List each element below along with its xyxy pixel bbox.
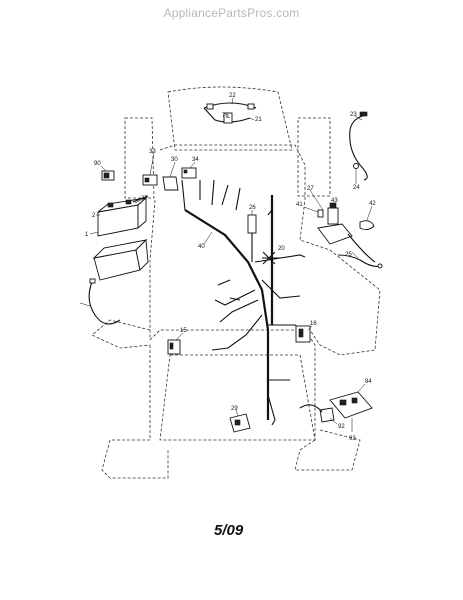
callout-41: 41 <box>296 202 303 208</box>
module-84 <box>299 391 373 432</box>
page-code: 5/09 <box>214 522 244 539</box>
watermark: AppliancePartsPros.com <box>163 6 300 20</box>
callout-42: 42 <box>369 201 376 207</box>
callout-37: 37 <box>141 196 148 202</box>
callout-76: 76 <box>222 113 229 119</box>
fuse-26 <box>247 214 257 262</box>
seat-switch-assembly <box>203 102 257 124</box>
switch-29 <box>229 413 251 433</box>
callout-93: 93 <box>349 436 356 442</box>
switch-16 <box>295 325 311 343</box>
callout-25: 25 <box>345 252 352 258</box>
callout-27: 27 <box>307 186 314 192</box>
callout-29: 29 <box>231 406 238 412</box>
callout-20: 20 <box>278 246 285 252</box>
callout-92: 92 <box>338 424 345 430</box>
callout-15: 15 <box>180 328 187 334</box>
callout-2: 2 <box>92 213 96 219</box>
ignition-parts <box>101 167 197 191</box>
cable-23 <box>349 111 368 181</box>
battery <box>97 195 149 237</box>
callout-labels: 22 76 21 23 90 33 30 34 37 2 1 40 26 27 … <box>85 93 376 442</box>
callout-34: 34 <box>192 157 199 163</box>
callout-30: 30 <box>171 157 178 163</box>
cable-25 <box>337 254 383 269</box>
tractor-outline <box>91 86 381 479</box>
callout-26: 26 <box>249 205 256 211</box>
callout-84: 84 <box>365 379 372 385</box>
wire-harness <box>181 179 306 426</box>
callout-23: 23 <box>350 112 357 118</box>
solenoid-assembly <box>317 202 376 263</box>
battery-cable-28 <box>88 278 121 325</box>
callout-21: 21 <box>255 117 262 123</box>
callout-22: 22 <box>229 93 236 99</box>
callout-40: 40 <box>198 244 205 250</box>
switch-15 <box>167 339 181 355</box>
callout-90: 90 <box>94 161 101 167</box>
callout-leaders <box>79 97 373 425</box>
callout-24: 24 <box>353 185 360 191</box>
callout-16: 16 <box>310 321 317 327</box>
battery-tray <box>92 239 149 281</box>
callout-1: 1 <box>85 232 89 238</box>
harness-connector-20 <box>262 251 280 265</box>
callout-33: 33 <box>149 149 156 155</box>
callout-43: 43 <box>331 198 338 204</box>
